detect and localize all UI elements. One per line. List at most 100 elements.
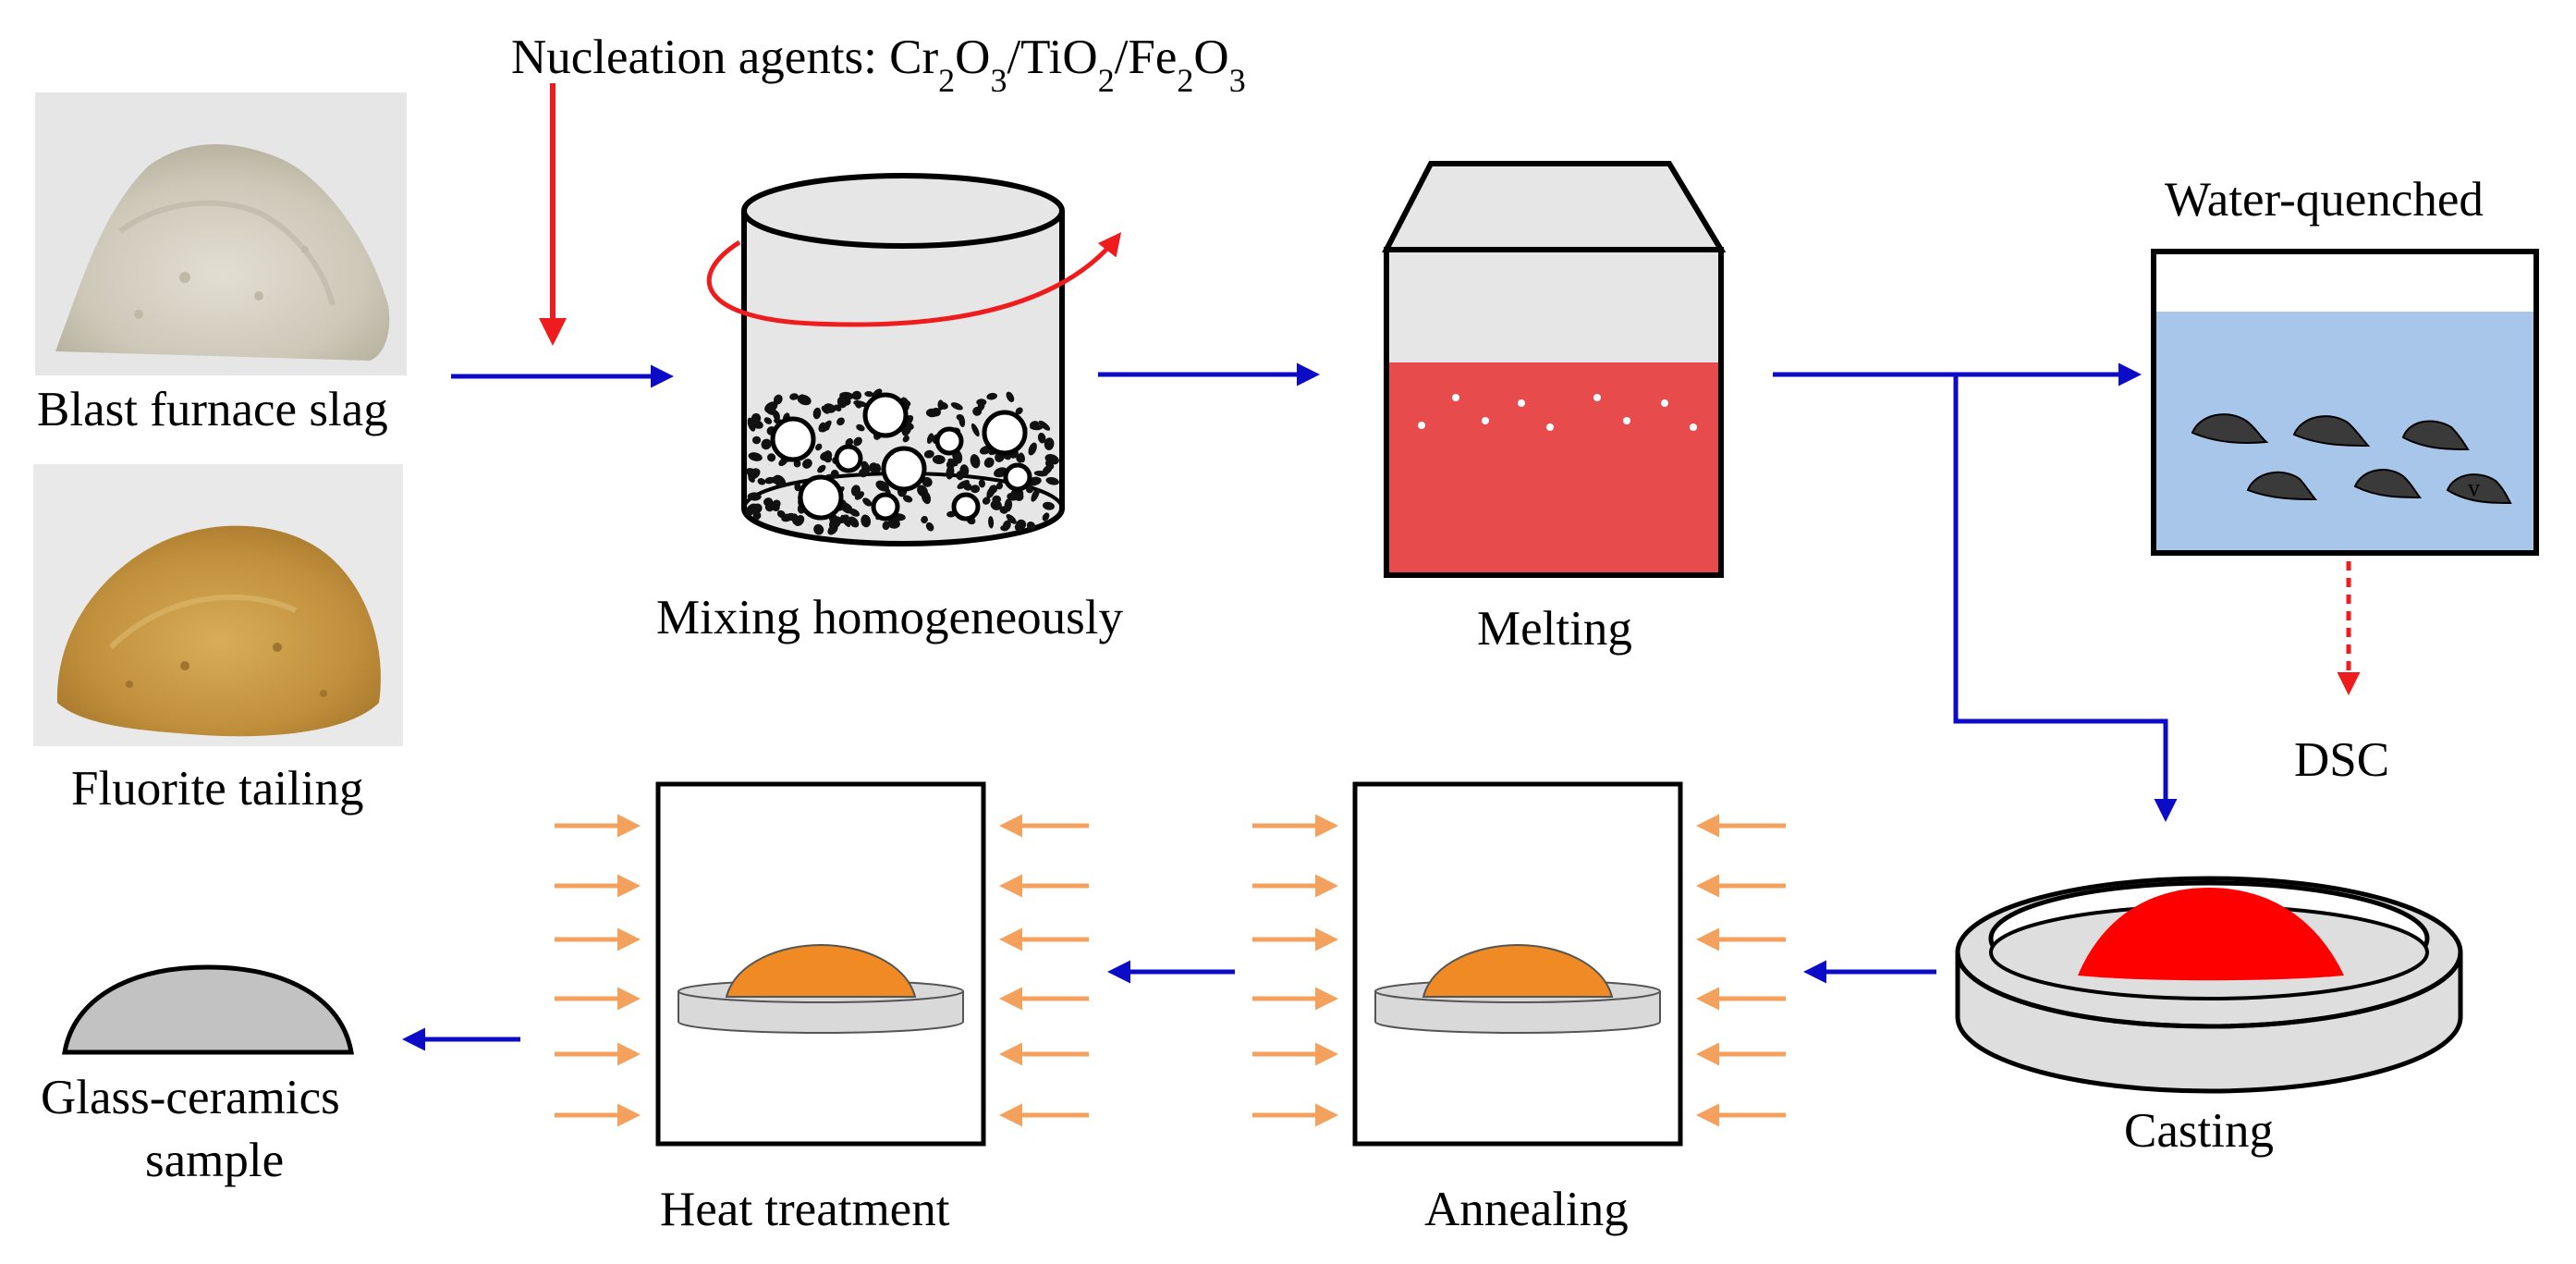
- mix-grain: [921, 490, 932, 505]
- melt-bubble: [1518, 399, 1525, 407]
- mix-grain: [773, 394, 783, 405]
- mix-grain: [802, 459, 812, 469]
- formula-subscript: 2: [1098, 62, 1115, 99]
- mix-grain: [986, 392, 998, 400]
- mix-grain: [815, 443, 823, 451]
- mix-grain: [1000, 524, 1009, 532]
- mix-grain: [787, 512, 797, 522]
- mix-grain: [836, 396, 848, 409]
- mix-grain: [850, 485, 861, 497]
- mix-grain: [752, 511, 762, 521]
- mix-grain: [748, 468, 761, 480]
- mix-grain: [856, 423, 865, 432]
- mix-grain: [946, 465, 955, 480]
- blast-furnace-slag-photo: [35, 92, 407, 375]
- mix-grain: [859, 468, 868, 478]
- mix-grain: [989, 485, 998, 494]
- mix-grain: [823, 403, 836, 413]
- casting-label: Casting: [2124, 1104, 2274, 1158]
- mix-grain: [848, 508, 861, 517]
- dsc-label: DSC: [2294, 733, 2389, 787]
- mix-grain: [1015, 407, 1023, 415]
- melting-label: Melting: [1477, 602, 1632, 656]
- mix-grain: [1019, 452, 1026, 463]
- mix-grain: [1026, 521, 1036, 531]
- mix-grain: [1006, 391, 1015, 402]
- sample-label-line2: sample: [145, 1134, 284, 1187]
- formula-subscript: 3: [990, 62, 1007, 99]
- mix-grain: [902, 435, 910, 443]
- mix-grain: [763, 417, 773, 424]
- fluorite-tailing-label: Fluorite tailing: [71, 762, 364, 816]
- mix-grain: [1045, 476, 1059, 485]
- mix-grain: [925, 522, 934, 532]
- mix-grain: [1038, 420, 1051, 431]
- mix-grain: [771, 499, 781, 509]
- heat-treatment-furnace: [655, 781, 986, 1147]
- mix-grain: [1004, 498, 1013, 512]
- rotation-arrow: [706, 232, 1122, 327]
- mix-grain: [793, 460, 801, 468]
- mix-grain: [820, 451, 833, 461]
- formula-subscript: 3: [1229, 62, 1246, 99]
- formula-subscript: 2: [938, 62, 955, 99]
- mix-grain: [748, 452, 763, 461]
- formula-text: O: [1193, 31, 1228, 84]
- mix-grain: [1044, 460, 1055, 470]
- mix-grain: [751, 436, 762, 445]
- annealing-label: Annealing: [1424, 1183, 1629, 1236]
- mix-grain: [747, 417, 756, 432]
- mix-grain: [864, 390, 873, 398]
- mix-grain: [813, 523, 824, 535]
- quenched-glass-pieces: [2191, 413, 2512, 505]
- mix-grain: [995, 482, 1004, 490]
- mix-grain: [818, 422, 826, 433]
- formula-text: TiO: [1020, 31, 1098, 84]
- mix-grain: [853, 436, 862, 447]
- mix-grain: [932, 407, 941, 417]
- mix-grain: [923, 449, 934, 459]
- formula-subscript: 2: [1177, 62, 1193, 99]
- mix-grain: [902, 495, 913, 503]
- mix-grain: [990, 499, 1002, 510]
- mix-grain: [799, 394, 805, 402]
- melt-bubble: [1593, 394, 1601, 401]
- mix-grain: [869, 462, 879, 473]
- formula-text: /: [1007, 31, 1020, 84]
- mix-grain: [851, 390, 862, 400]
- mix-grain: [1031, 488, 1040, 502]
- mix-grain: [937, 401, 948, 410]
- mix-grain: [982, 497, 991, 505]
- blast-furnace-slag-label: Blast furnace slag: [37, 383, 388, 436]
- formula-text: /: [1115, 31, 1129, 84]
- formula-text: Cr: [889, 31, 938, 84]
- annealing-furnace: [1352, 781, 1683, 1147]
- mix-grain: [1042, 512, 1050, 522]
- melt-bubble: [1623, 417, 1630, 424]
- melt-bubble: [1418, 422, 1425, 429]
- mix-grain: [1037, 432, 1046, 444]
- mix-grain: [959, 464, 970, 477]
- mix-grain: [1014, 522, 1023, 532]
- mixing-label: Mixing homogeneously: [656, 591, 1123, 644]
- mix-grain: [983, 457, 995, 468]
- water-quenched-label: Water-quenched: [2165, 173, 2484, 227]
- mix-grain: [776, 509, 786, 519]
- small-mark: v: [2468, 474, 2480, 501]
- mix-grain: [978, 479, 986, 488]
- mix-grain: [767, 453, 776, 462]
- mix-grain: [840, 514, 850, 528]
- sample-label-line1: Glass-ceramics: [41, 1071, 340, 1124]
- mix-grain: [970, 454, 981, 469]
- mix-grain: [947, 458, 958, 467]
- glass-ceramics-sample-shape: [62, 964, 354, 1055]
- mix-grain: [836, 417, 845, 426]
- annealing-heat-arrows: [1252, 814, 1786, 1127]
- formula-text: O: [955, 31, 990, 84]
- mix-grain: [921, 515, 928, 524]
- mixing-container: [741, 173, 1065, 546]
- mix-grain: [962, 482, 972, 491]
- mix-grain: [1033, 471, 1048, 477]
